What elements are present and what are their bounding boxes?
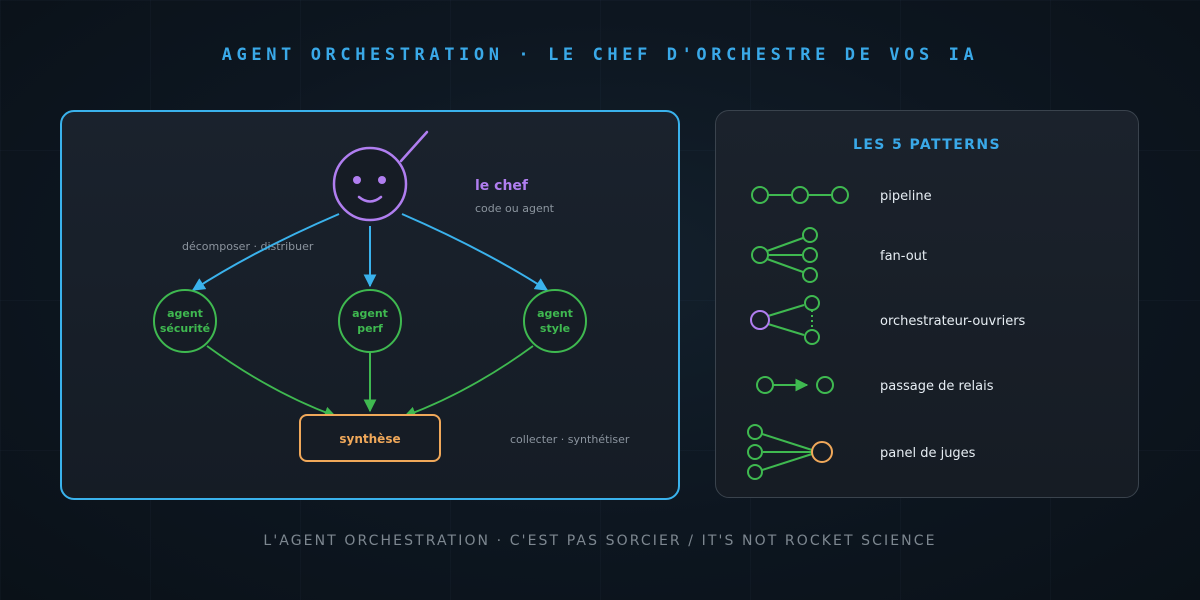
- patterns-heading: LES 5 PATTERNS: [853, 137, 1001, 153]
- page-footer: L'AGENT ORCHESTRATION · C'EST PAS SORCIE…: [263, 533, 937, 549]
- pattern-label-fan-out: fan-out: [880, 249, 927, 264]
- collect-label: collecter · synthétiser: [510, 433, 630, 446]
- pattern-label-orchestrator-workers: orchestrateur-ouvriers: [880, 314, 1026, 329]
- handoff-icon: [756, 376, 834, 394]
- agent-style-node: agent style: [523, 289, 587, 353]
- judges-panel-icon: [747, 424, 833, 480]
- arrow-style-to-synthesis: [403, 345, 534, 418]
- chef-label: le chef: [475, 178, 529, 194]
- orchestrator-workers-icon: [750, 295, 820, 345]
- baton-icon: [399, 130, 429, 163]
- agent-security-line2: sécurité: [160, 322, 210, 335]
- agent-security-node: agent sécurité: [153, 289, 217, 353]
- chef-icon: [332, 130, 429, 222]
- page-title: AGENT ORCHESTRATION · LE CHEF D'ORCHESTR…: [221, 45, 979, 65]
- pattern-label-judges-panel: panel de juges: [880, 446, 976, 461]
- agent-perf-line1: agent: [352, 307, 388, 320]
- pipeline-icon: [751, 186, 849, 204]
- distribute-label: décomposer · distribuer: [182, 240, 314, 253]
- pattern-label-pipeline: pipeline: [880, 189, 932, 204]
- agent-security-line1: agent: [167, 307, 203, 320]
- synthesis-label: synthèse: [339, 432, 400, 446]
- arrow-chef-to-security: [191, 213, 340, 291]
- chef-sublabel: code ou agent: [475, 202, 555, 215]
- pattern-label-handoff: passage de relais: [880, 379, 994, 394]
- agent-style-line2: style: [540, 322, 570, 335]
- synthesis-node: synthèse: [299, 414, 441, 462]
- fan-out-icon: [751, 227, 818, 283]
- arrow-chef-to-style: [401, 213, 549, 291]
- patterns-panel: [715, 110, 1139, 498]
- agent-style-line1: agent: [537, 307, 573, 320]
- arrow-security-to-synthesis: [206, 345, 337, 418]
- agent-perf-line2: perf: [357, 322, 383, 335]
- agent-perf-node: agent perf: [338, 289, 402, 353]
